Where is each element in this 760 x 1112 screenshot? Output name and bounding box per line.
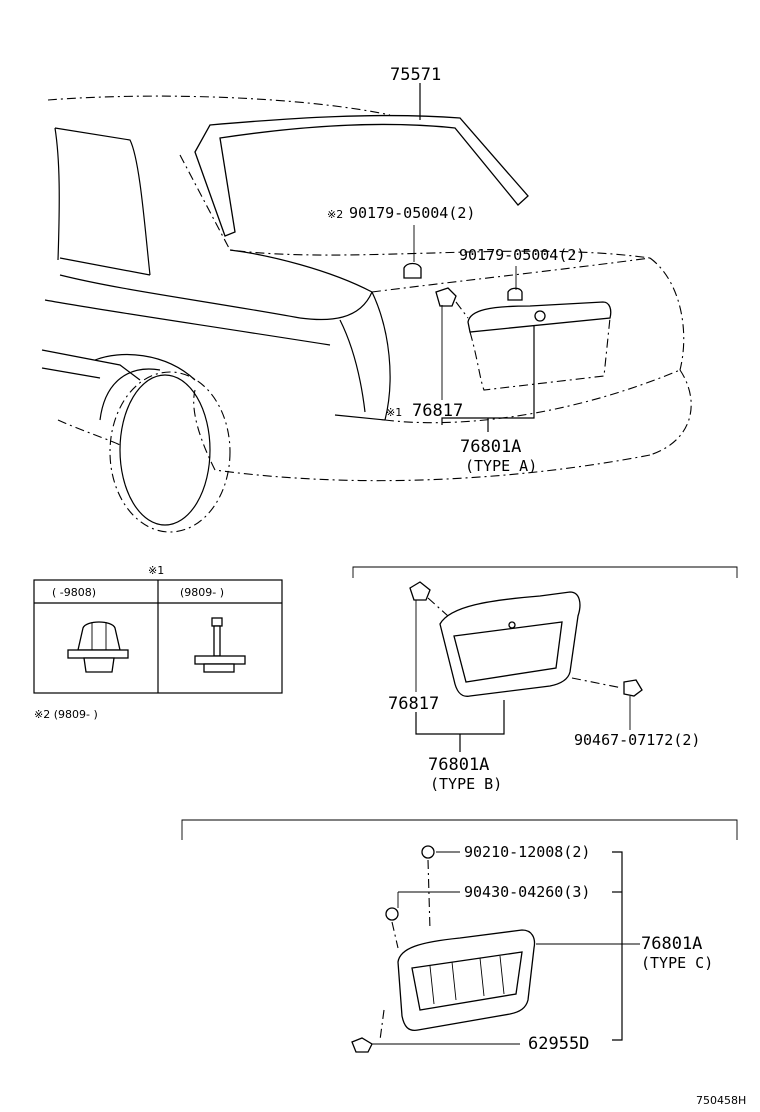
label-90210: 90210-12008(2): [464, 843, 590, 861]
label-62955d: 62955D: [528, 1034, 589, 1054]
clip-a-part: [403, 262, 422, 279]
fastener-part: [435, 287, 457, 307]
clip-b-part: [507, 287, 523, 301]
label-type-a: (TYPE A): [465, 457, 537, 475]
type-b-illustration: [352, 566, 738, 752]
label-76801a-a: 76801A: [460, 437, 521, 457]
note-table: [33, 579, 283, 694]
table-title: ※1: [148, 564, 164, 577]
label-76817-a: 76817: [412, 401, 463, 421]
label-75571: 75571: [390, 65, 441, 85]
label-90430: 90430-04260(3): [464, 883, 590, 901]
table-col2-header: (9809- ): [180, 586, 224, 599]
label-clip-a: 90179-05004(2): [349, 204, 475, 222]
note2-marker: ※2: [327, 208, 343, 221]
washer-part: [385, 907, 399, 921]
table-footnote: ※2 (9809- ): [34, 708, 98, 721]
diagram-id: 750458H: [696, 1094, 746, 1107]
table-col1-header: ( -9808): [52, 586, 96, 599]
car-rear-illustration: [41, 83, 692, 533]
label-type-b: (TYPE B): [430, 775, 502, 793]
label-clip-b: 90179-05004(2): [459, 246, 585, 264]
label-76801a-b: 76801A: [428, 755, 489, 775]
label-76801a-c: 76801A: [641, 934, 702, 954]
label-type-c: (TYPE C): [641, 954, 713, 972]
note1-marker: ※1: [386, 406, 402, 419]
nut-part: [421, 845, 435, 859]
type-c-illustration: [181, 819, 738, 1053]
bracket-part: [351, 1037, 373, 1053]
label-90467: 90467-07172(2): [574, 731, 700, 749]
label-76817-b: 76817: [388, 694, 439, 714]
